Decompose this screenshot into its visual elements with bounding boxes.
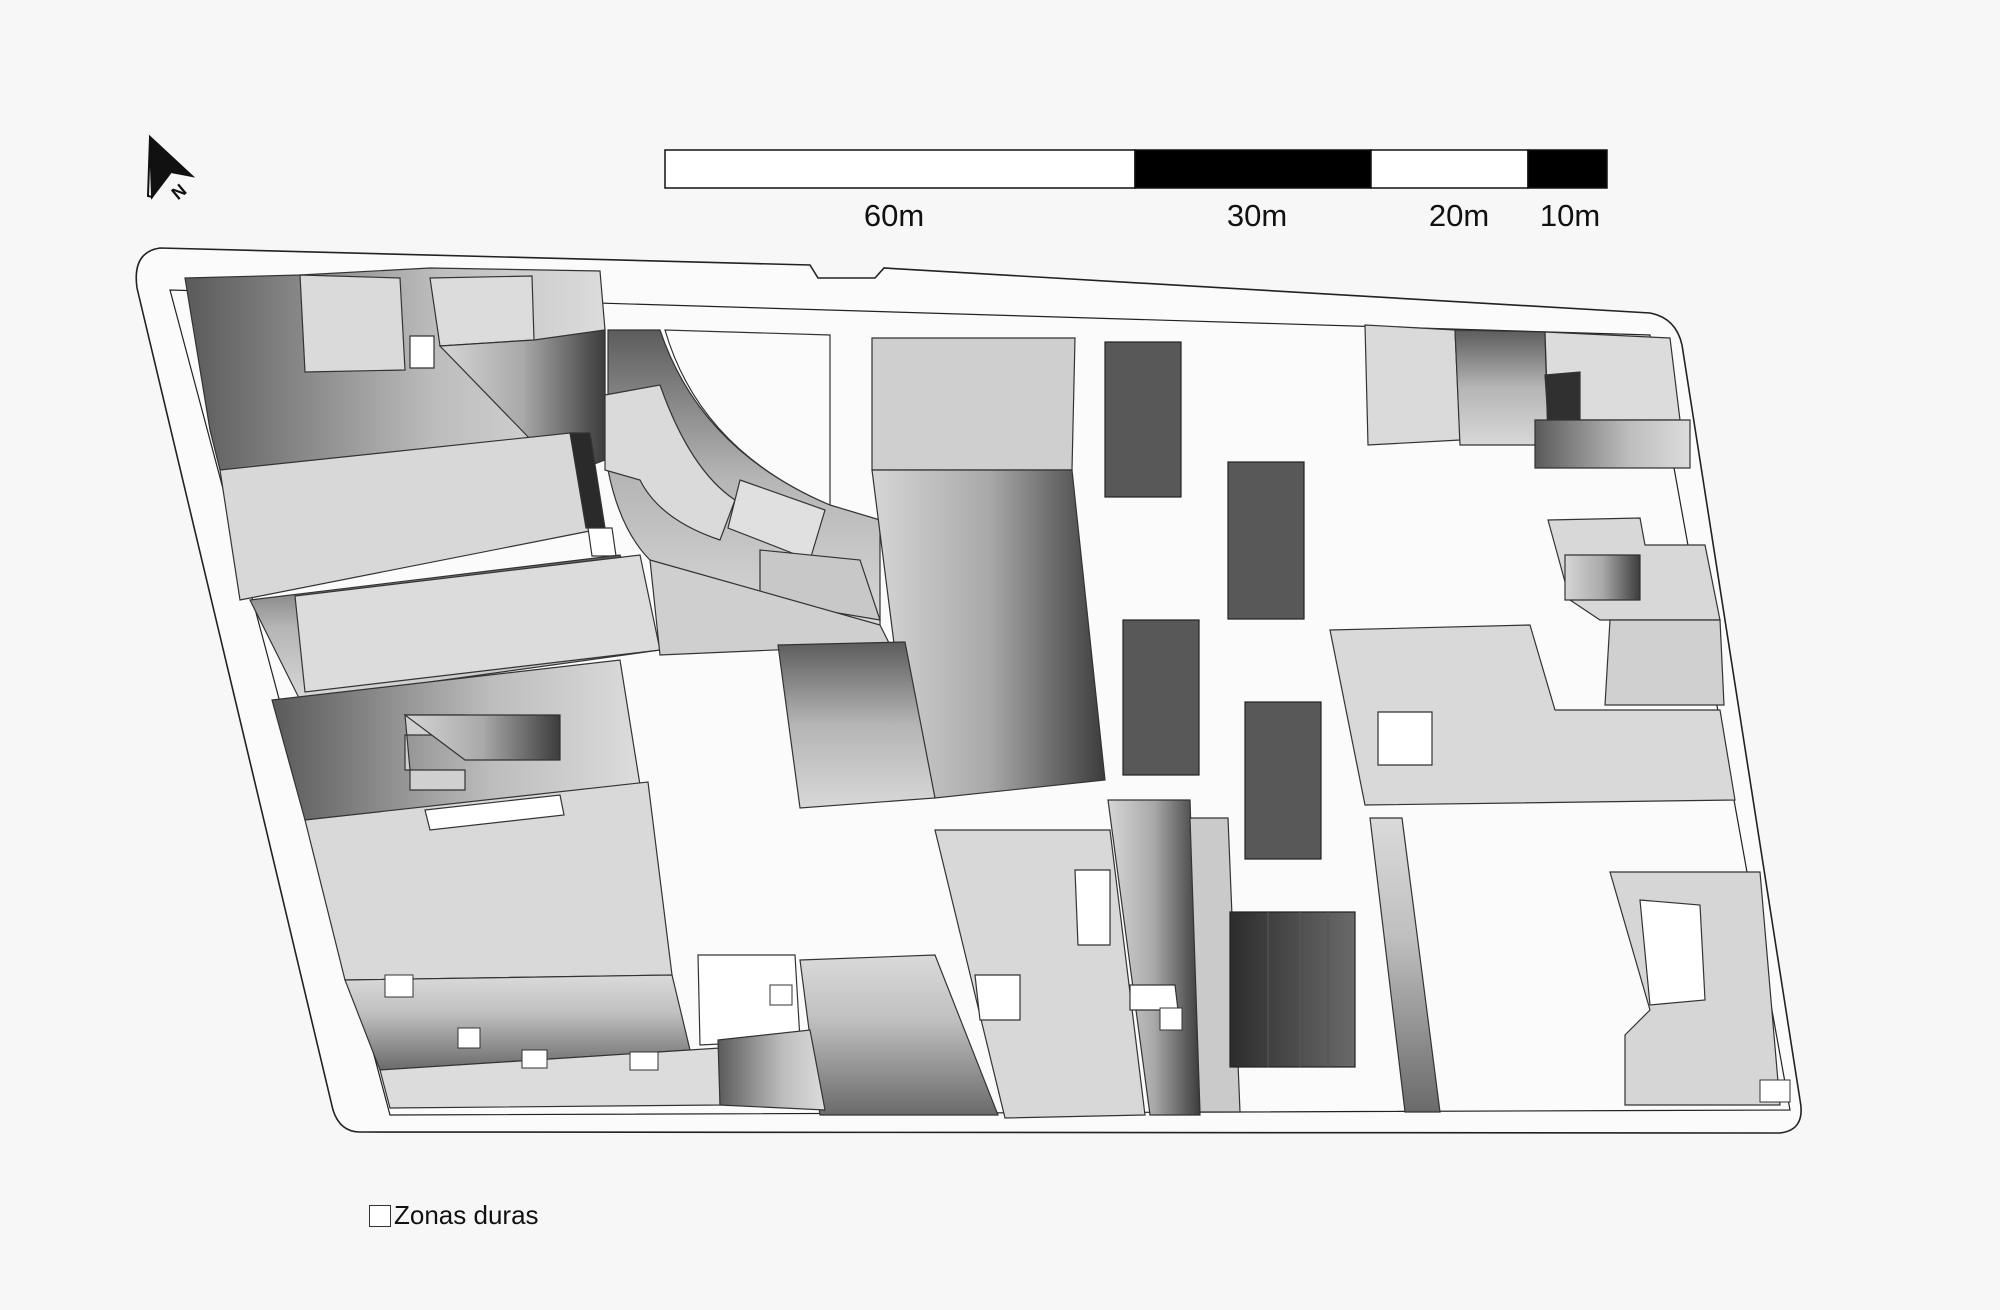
building: [1074, 869, 1111, 946]
building: [664, 329, 831, 506]
building: [717, 1029, 826, 1111]
building: [1604, 619, 1725, 706]
opening: [1159, 1007, 1183, 1031]
building: [1534, 419, 1691, 469]
map-legend: Zonas duras: [369, 1200, 539, 1231]
building: [1364, 324, 1461, 446]
scale-bar-segment-10m: [1527, 149, 1608, 189]
dark-block: [1244, 701, 1322, 860]
building: [604, 384, 736, 541]
small-openings: [384, 974, 1791, 1103]
building: [974, 974, 1021, 1021]
building: [1564, 554, 1641, 601]
dark-block: [1104, 341, 1182, 498]
scale-label-60m: 60m: [863, 198, 925, 233]
plaza-dark-blocks: [1104, 341, 1356, 1068]
buildings-west: [184, 267, 721, 1109]
building: [429, 275, 535, 347]
scale-label-30m: 30m: [1226, 198, 1288, 233]
scale-label-20m: 20m: [1428, 198, 1490, 233]
building: [403, 714, 561, 761]
opening: [457, 1027, 481, 1049]
scale-bar-segment-30m: [1134, 149, 1372, 189]
buildings-central: [697, 337, 1241, 1119]
scale-label-10m: 10m: [1539, 198, 1601, 233]
dark-block: [1122, 619, 1200, 776]
scale-bar-segment-20m: [1370, 149, 1529, 189]
buildings-east: [1329, 324, 1781, 1113]
building: [1369, 817, 1441, 1113]
opening: [629, 1051, 659, 1071]
building: [1189, 817, 1241, 1113]
building: [299, 274, 406, 373]
building: [1129, 984, 1179, 1011]
opening: [769, 984, 793, 1006]
legend-label-zonas-duras: Zonas duras: [394, 1200, 539, 1230]
building: [1377, 711, 1433, 766]
scale-bar-segment-60m: [664, 149, 1136, 189]
dark-block: [1227, 461, 1305, 620]
buildings-curved: [604, 329, 891, 656]
opening: [521, 1049, 548, 1069]
north-arrow-icon: N: [146, 134, 196, 204]
scale-bar: [664, 149, 1608, 189]
building: [1639, 899, 1706, 1006]
stairs-block: [1229, 911, 1356, 1068]
building: [587, 527, 617, 557]
building: [1544, 371, 1581, 421]
building: [409, 335, 435, 369]
building: [777, 641, 936, 809]
north-arrow-label: N: [168, 180, 191, 204]
opening: [1759, 1079, 1791, 1103]
opening: [384, 974, 414, 998]
legend-swatch-zonas-duras: [369, 1204, 391, 1227]
building: [871, 337, 1076, 471]
building: [1454, 329, 1549, 446]
building: [424, 794, 565, 831]
